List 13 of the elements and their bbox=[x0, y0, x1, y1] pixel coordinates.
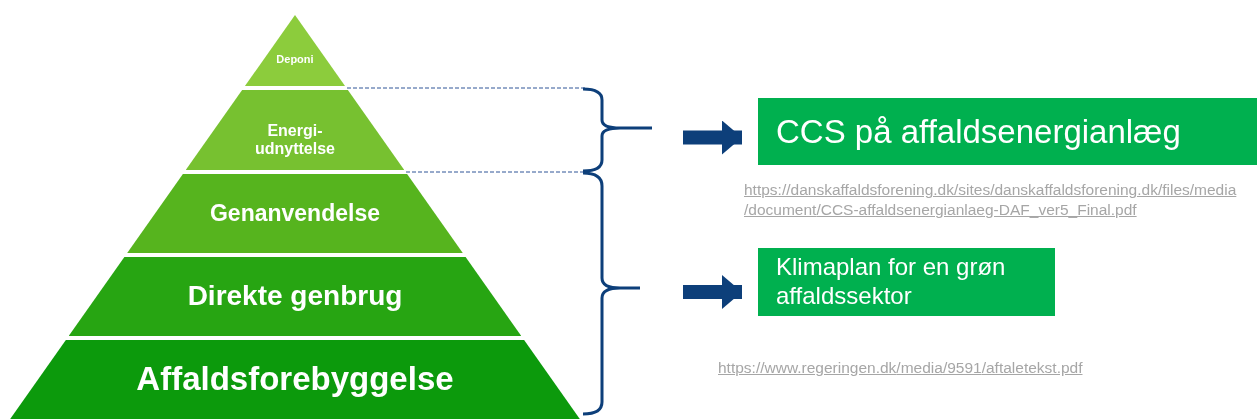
source-link: https://www.regeringen.dk/media/9591/aftaletekst.pdf bbox=[718, 358, 1084, 378]
tier-label: Affaldsforebyggelse bbox=[136, 361, 454, 398]
box-label: CCS på affaldsenergianlæg bbox=[776, 111, 1181, 152]
title-box bbox=[758, 98, 1257, 165]
tier-label: Energi- udnyttelse bbox=[253, 122, 336, 158]
block-arrow bbox=[683, 275, 742, 309]
title-box bbox=[758, 248, 1055, 316]
tier-label: Genanvendelse bbox=[209, 200, 380, 227]
tier-label: Direkte genbrug bbox=[187, 281, 403, 312]
box-label: Klimaplan for en grøn affaldssektor bbox=[776, 253, 1007, 311]
block-arrow bbox=[683, 120, 742, 155]
source-link: https://danskaffaldsforening.dk/sites/danskaffaldsforening.dk/files/media/document/CCS-affaldsenergianlaeg-DAF_ver5_Final.pdf bbox=[744, 180, 1238, 220]
tier-label: Deponi bbox=[276, 53, 314, 66]
